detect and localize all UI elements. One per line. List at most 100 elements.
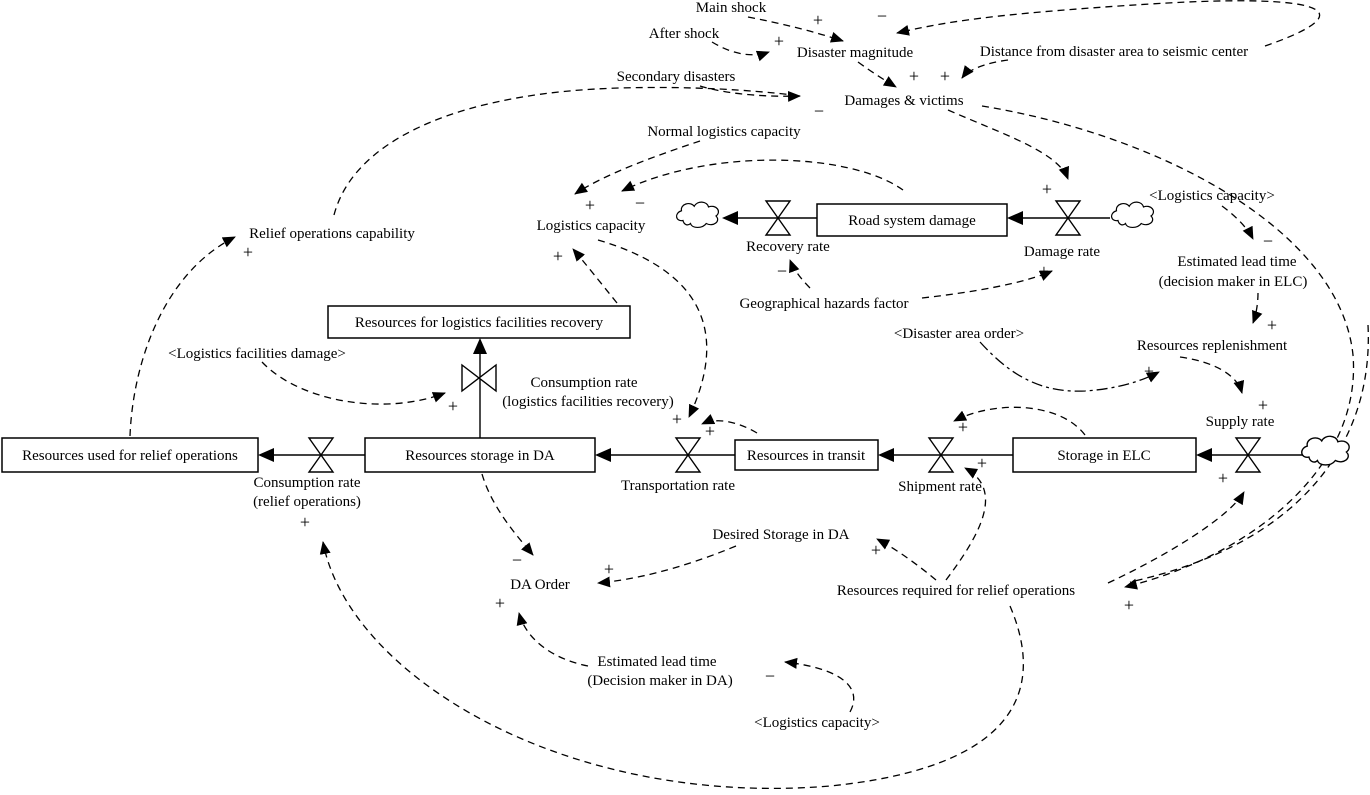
sign-relief-capability-damages: − — [814, 101, 824, 121]
valve-transportation-rate — [674, 437, 702, 473]
link-resources-used-to-relief-capability — [129, 236, 236, 437]
logistics-capacity-shadow-bottom-label: <Logistics capacity> — [754, 715, 880, 731]
link-road-damage-to-logistics-capacity — [621, 159, 904, 192]
stock-storage-in-elc — [1012, 437, 1197, 473]
estimated-lead-time-elc-label-line2: (decision maker in ELC) — [1159, 274, 1308, 290]
link-relief-capability-to-damages — [333, 86, 794, 216]
stock-resources-used-for-relief-operations — [1, 437, 259, 473]
valve-damage-rate — [1054, 200, 1082, 236]
sign-transit-transportation: + — [705, 421, 715, 441]
link-to-resources-required-inner — [1129, 324, 1369, 583]
link-lead-time-da-to-da-order — [516, 612, 589, 667]
stocks: Road system damage Resources for logisti… — [1, 203, 1197, 473]
sign-da-order-replenishment: + — [1144, 361, 1154, 381]
sign-used-relief-capability: + — [243, 242, 253, 262]
link-storage-da-to-da-order — [481, 473, 534, 556]
sign-road-damage-capacity: − — [635, 193, 645, 213]
estimated-lead-time-da-label-line1: Estimated lead time — [597, 654, 716, 670]
link-damages-to-damage-rate — [947, 109, 1069, 180]
link-distance-to-damages — [961, 59, 1009, 79]
damage-rate-label: Damage rate — [1024, 244, 1101, 260]
sign-distance-magnitude: − — [877, 6, 887, 26]
stock-resources-in-transit — [734, 439, 879, 471]
sign-desired-da-order: + — [604, 559, 614, 579]
valve-supply-rate — [1234, 437, 1262, 473]
link-logistics-capacity-shadow-to-lead-time-da — [784, 657, 855, 713]
link-geo-factor-to-recovery-rate — [789, 259, 811, 289]
main-shock-label: Main shock — [696, 0, 767, 16]
link-logistics-capacity-to-transportation-rate — [597, 239, 708, 418]
link-main-shock-to-disaster-magnitude — [747, 16, 844, 43]
stock-storage-in-elc-label: Storage in ELC — [1057, 448, 1150, 464]
resources-replenishment-label: Resources replenishment — [1137, 338, 1288, 354]
sign-normal-capacity: + — [585, 195, 595, 215]
sign-required-supply: + — [1218, 468, 1228, 488]
relief-operations-capability-label: Relief operations capability — [249, 226, 415, 242]
flow-arrow-into-resources-used — [258, 448, 274, 462]
link-replenishment-to-supply-rate — [1179, 356, 1245, 394]
flows — [258, 200, 1350, 473]
estimated-lead-time-elc-label-line1: Estimated lead time — [1177, 254, 1296, 270]
resources-required-label: Resources required for relief operations — [837, 583, 1075, 599]
link-resources-required-to-shipment-rate — [945, 467, 987, 581]
link-geo-factor-to-damage-rate — [921, 270, 1053, 299]
consumption-rate-lfr-label-line2: (logistics facilities recovery) — [502, 394, 674, 410]
link-resources-required-to-desired-storage — [876, 538, 937, 581]
sign-required-shipment: + — [977, 453, 987, 473]
link-da-order-shadow-to-replenishment — [979, 341, 1160, 392]
secondary-disasters-label: Secondary disasters — [617, 69, 736, 85]
flow-arrow-into-storage-da — [595, 448, 611, 462]
logistics-facilities-damage-shadow-label: <Logistics facilities damage> — [168, 346, 346, 362]
distance-seismic-label: Distance from disaster area to seismic c… — [980, 44, 1248, 60]
after-shock-label: After shock — [649, 26, 720, 42]
flow-arrow-into-storage-elc — [1196, 448, 1212, 462]
polarity-signs: + + − + + − + − + + + − − + + + + + + + … — [243, 6, 1277, 686]
flow-arrow-into-road-damage — [1007, 211, 1023, 225]
logistics-capacity-shadow-top-label: <Logistics capacity> — [1149, 188, 1275, 204]
sign-main-shock: + — [813, 10, 823, 30]
transportation-rate-label: Transportation rate — [621, 478, 735, 494]
sign-damages-resources-required: + — [1124, 595, 1134, 615]
valve-consumption-ro — [307, 437, 335, 473]
link-facilities-recovery-to-logistics-capacity — [572, 248, 618, 304]
sign-facilities-damage-consumption: + — [448, 396, 458, 416]
link-distance-to-disaster-magnitude — [896, 0, 1321, 47]
link-resources-in-transit-to-transportation-rate — [701, 413, 758, 434]
link-resources-required-to-supply-rate — [1107, 491, 1245, 584]
sign-lead-time-da-order: + — [495, 593, 505, 613]
sign-capacity-lead-time-elc: − — [1263, 231, 1273, 251]
causal-links — [129, 0, 1369, 790]
flow-arrow-into-facilities-recovery — [473, 338, 487, 354]
damages-victims-label: Damages & victims — [844, 93, 963, 109]
sign-geo-damage-rate: + — [1039, 261, 1049, 281]
stock-resources-in-transit-label: Resources in transit — [747, 448, 866, 464]
supply-rate-label: Supply rate — [1206, 414, 1275, 430]
sign-required-desired-storage: + — [871, 540, 881, 560]
link-desired-storage-to-da-order — [597, 545, 737, 588]
disaster-area-order-shadow-label: <Disaster area order> — [894, 326, 1024, 342]
estimated-lead-time-da-label-line2: (Decision maker in DA) — [587, 673, 732, 689]
shipment-rate-label: Shipment rate — [898, 479, 982, 495]
stock-road-system-damage-label: Road system damage — [848, 213, 976, 229]
link-disaster-magnitude-to-damages — [857, 61, 897, 88]
sign-lead-time-elc-replenishment: + — [1267, 315, 1277, 335]
sign-geo-recovery-rate: − — [777, 261, 787, 281]
stock-resources-for-logistics-facilities-recovery — [327, 305, 631, 339]
link-lead-time-elc-to-replenishment — [1252, 292, 1263, 324]
flow-arrow-into-recovery-cloud — [722, 211, 738, 225]
sign-damages-damage-rate: + — [1042, 179, 1052, 199]
sign-replenishment-supply: + — [1258, 395, 1268, 415]
link-facilities-damage-shadow-to-consumption-lfr — [261, 361, 446, 405]
sign-capacity-lead-time-da: − — [765, 666, 775, 686]
stock-resources-for-logistics-facilities-recovery-label: Resources for logistics facilities recov… — [355, 315, 604, 331]
sign-capacity-transportation: + — [672, 409, 682, 429]
valve-recovery-rate — [764, 200, 792, 236]
stock-resources-storage-in-da — [364, 437, 596, 473]
link-secondary-disasters-to-damages — [699, 85, 801, 102]
consumption-rate-lfr-label-line1: Consumption rate — [530, 375, 637, 391]
cloud-recovery-sink — [676, 201, 720, 229]
disaster-magnitude-label: Disaster magnitude — [797, 45, 914, 61]
normal-logistics-capacity-label: Normal logistics capacity — [647, 124, 801, 140]
sign-storage-da-order: − — [512, 550, 522, 570]
